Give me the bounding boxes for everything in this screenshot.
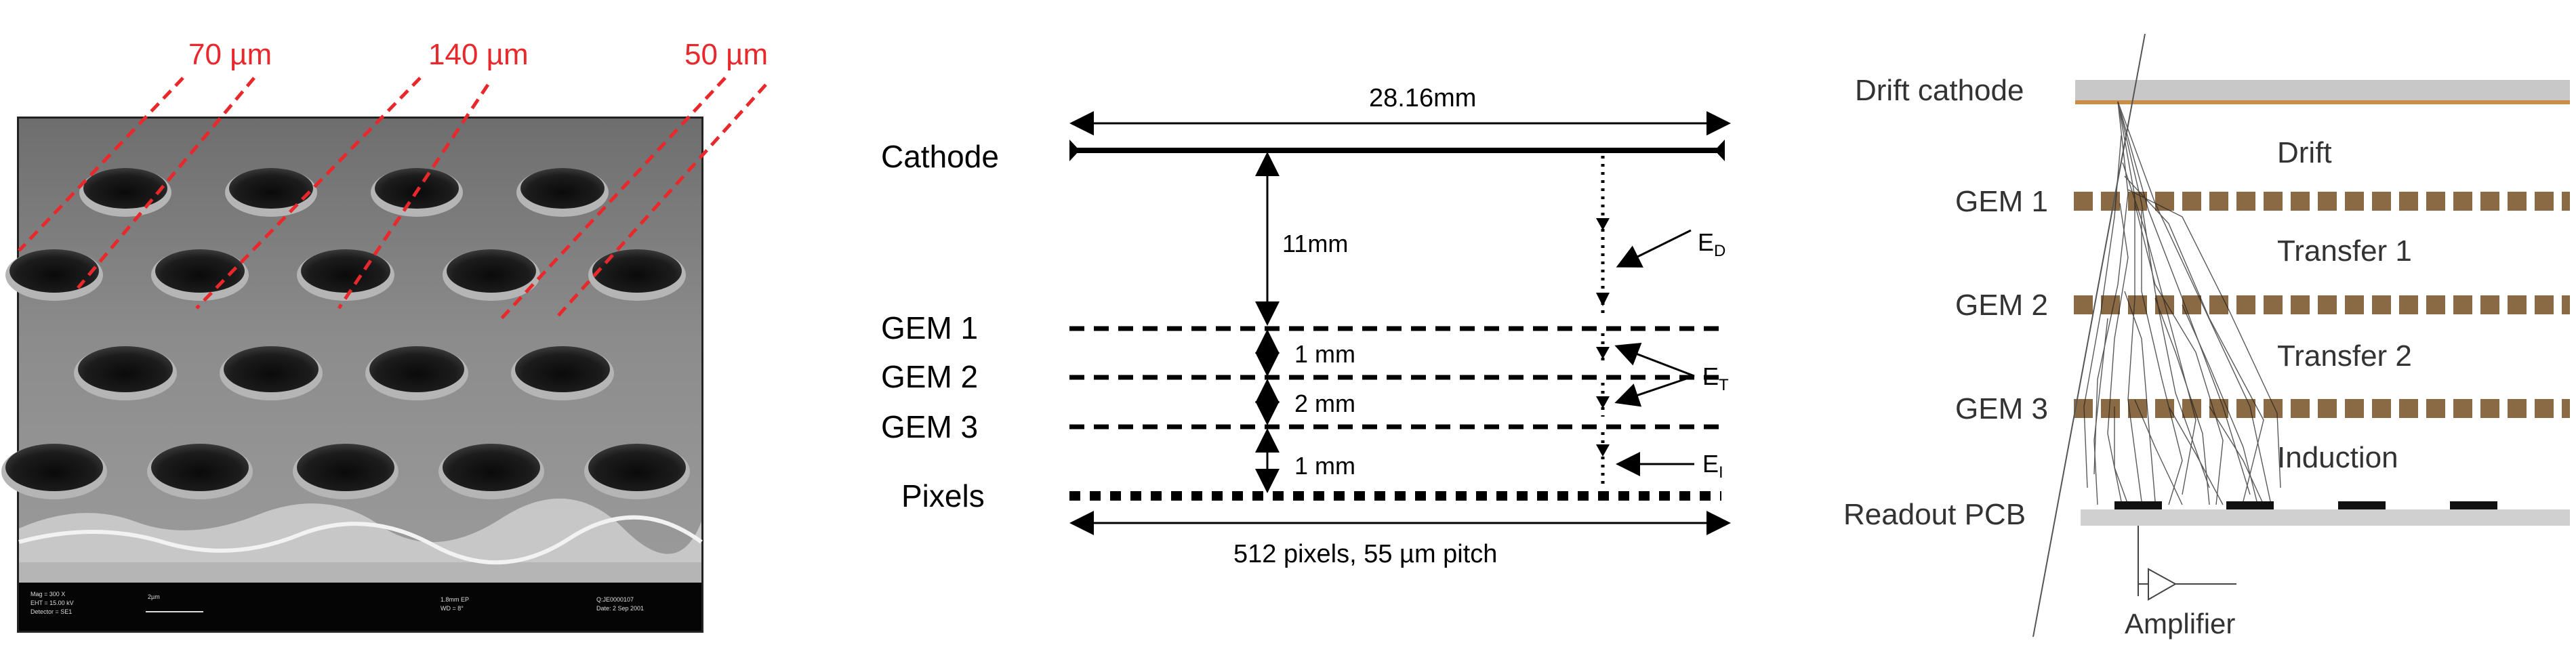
label-ed: ED: [1698, 228, 1725, 260]
readout-pad-1: [2114, 501, 2162, 509]
readout-pad-2: [2226, 501, 2274, 509]
width-label: 28.16mm: [1369, 84, 1476, 112]
gem-hole: [229, 168, 313, 209]
sem-info-right-2: Date: 2 Sep 2001: [596, 605, 644, 612]
gem-hole: [515, 346, 610, 392]
avalanche-figure: Drift cathode GEM 1 GEM 2 GEM 3 Drift Tr…: [1843, 33, 2570, 640]
gem1-foil-label: GEM 1: [1955, 185, 2048, 218]
sem-info-middle-2: WD = 8°: [441, 605, 464, 612]
gem1-label: GEM 1: [881, 310, 978, 346]
sem-info-bar: [19, 583, 701, 631]
region-transfer1: Transfer 1: [2277, 234, 2412, 268]
gem-hole: [369, 346, 464, 392]
sem-scale-label: 2µm: [148, 593, 160, 600]
label-ed-main: E: [1698, 228, 1714, 256]
readout-pad-4: [2450, 501, 2497, 509]
label-70um: 70 µm: [188, 38, 272, 71]
gem-foils: [2074, 192, 2570, 418]
gem-hole: [588, 444, 686, 491]
gem2-foil-label: GEM 2: [1955, 289, 2048, 322]
gem-hole: [301, 249, 390, 293]
gap-1-label: 1 mm: [1294, 340, 1355, 368]
gem-hole: [9, 249, 99, 293]
label-140um: 140 µm: [428, 38, 529, 71]
measure-line-140b: [337, 83, 490, 310]
cathode-label: Cathode: [881, 139, 999, 174]
gap-2-label: 2 mm: [1294, 390, 1355, 417]
electron-avalanche: [2083, 101, 2281, 505]
measure-line-50a: [500, 77, 727, 320]
drift-cathode-label: Drift cathode: [1855, 74, 2024, 107]
gem-hole: [592, 249, 682, 293]
pixel-row-label: 512 pixels, 55 µm pitch: [1233, 540, 1497, 568]
measure-line-70a: [18, 77, 184, 252]
field-arrow-drift-1: [1596, 218, 1610, 230]
pointer-ed: [1616, 229, 1692, 268]
sem-info-right-1: Q:JE0000107: [596, 596, 634, 603]
sem-figure: Mag = 300 X EHT = 15.00 kV Detector = SE…: [1, 38, 768, 633]
pointer-et-2: [1614, 375, 1695, 407]
sem-info-left-3: Detector = SE1: [30, 608, 72, 615]
foil-edge-highlight: [18, 515, 703, 565]
cathode-right-end: [1715, 140, 1725, 161]
foil-cut-edge: [19, 498, 701, 583]
gem2-label: GEM 2: [881, 359, 978, 394]
drift-cathode-copper: [2075, 100, 2570, 104]
measure-line-70b: [77, 77, 255, 289]
gem-holes: [1, 168, 690, 499]
label-et-sub: T: [1719, 376, 1729, 394]
region-drift: Drift: [2277, 136, 2332, 169]
gem-hole: [447, 249, 536, 293]
field-arrow-t1: [1596, 347, 1610, 359]
gem-hole: [151, 444, 249, 491]
readout-label: Readout PCB: [1843, 498, 2026, 531]
label-ei-main: E: [1702, 450, 1719, 478]
gem-hole: [443, 444, 540, 491]
gem3-foil-label: GEM 3: [1955, 392, 2048, 425]
gem-hole: [83, 168, 167, 209]
cathode-left-end: [1069, 140, 1080, 161]
gap-3-label: 1 mm: [1294, 452, 1355, 480]
readout-pcb: [2081, 509, 2570, 526]
gem-hole: [5, 444, 103, 491]
sem-info-middle-1: 1.8mm EP: [441, 596, 469, 603]
pointer-et-1: [1614, 342, 1695, 377]
sem-info-left-2: EHT = 15.00 kV: [30, 600, 74, 606]
gem-hole: [297, 444, 394, 491]
region-induction: Induction: [2277, 441, 2398, 474]
gem3-label: GEM 3: [881, 409, 978, 444]
label-ei: EI: [1702, 450, 1723, 482]
field-arrow-t2: [1596, 396, 1610, 409]
panel-sem-image: Mag = 300 X EHT = 15.00 kV Detector = SE…: [0, 0, 813, 649]
sem-info-left-1: Mag = 300 X: [30, 591, 65, 598]
measure-line-140a: [195, 77, 422, 310]
gap-drift-label: 11mm: [1282, 230, 1348, 257]
label-et: ET: [1702, 362, 1729, 394]
label-ei-sub: I: [1719, 463, 1723, 482]
gem-hole: [224, 346, 319, 392]
label-ed-sub: D: [1714, 242, 1725, 260]
drift-cathode-plate: [2075, 80, 2570, 100]
field-arrow-drift-2: [1596, 293, 1610, 306]
gem-hole: [78, 346, 173, 392]
readout-pad-3: [2338, 501, 2386, 509]
amplifier-label: Amplifier: [2125, 608, 2235, 640]
particle-track: [2032, 33, 2146, 637]
label-50um: 50 µm: [684, 38, 768, 71]
measurement-lines: [18, 77, 767, 320]
gem-hole: [520, 168, 605, 209]
geometry-figure: 28.16mm Cathode GEM 1 GEM 2 GEM 3 Pixels…: [881, 84, 1731, 568]
field-arrow-induction: [1596, 444, 1610, 457]
amplifier-symbol: [2148, 568, 2178, 601]
region-transfer2: Transfer 2: [2277, 339, 2412, 373]
pixels-label: Pixels: [901, 478, 985, 514]
label-et-main: E: [1702, 362, 1719, 390]
